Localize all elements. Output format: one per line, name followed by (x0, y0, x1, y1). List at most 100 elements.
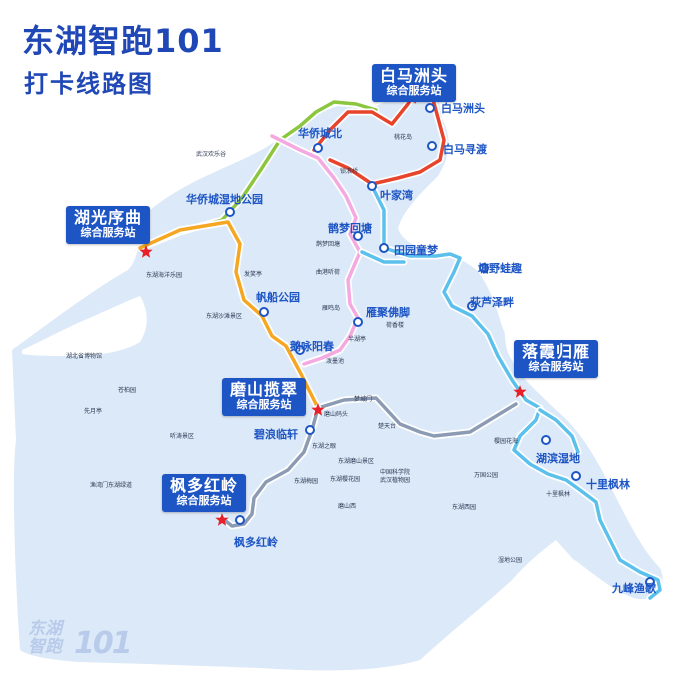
place-label: 雁鸣岛 (322, 304, 340, 312)
checkpoint-label: 叶家湾 (380, 188, 413, 202)
checkpoint-pin-icon[interactable] (235, 515, 245, 525)
station-name: 磨山揽翠 (230, 380, 299, 399)
place-label: 东湖磨山景区 (338, 457, 374, 465)
checkpoint-dot (259, 307, 269, 317)
route-gray[interactable] (316, 396, 518, 438)
checkpoint-pin-icon[interactable] (571, 471, 581, 481)
service-station-star-icon[interactable] (215, 513, 229, 526)
page-subtitle: 打卡线路图 (24, 70, 154, 98)
route-cyan-3[interactable] (538, 408, 580, 454)
logo-text: 东湖智跑 (28, 619, 62, 657)
checkpoint-dot (425, 103, 435, 113)
route-red[interactable] (312, 86, 446, 186)
checkpoint-dot (235, 515, 245, 525)
checkpoint-label: 白马洲头 (441, 101, 485, 115)
lake-inlet (570, 560, 650, 644)
checkpoint-pin-icon[interactable] (467, 301, 477, 311)
place-label: 东湖西园 (452, 503, 476, 511)
place-label: 楚天台 (378, 422, 396, 430)
station-name: 枫多红岭 (170, 476, 239, 495)
place-label: 鹊梦回塘 (316, 240, 340, 248)
station-box-fengduohongling[interactable]: 枫多红岭 综合服务站 (162, 474, 247, 513)
checkpoint-pin-icon[interactable] (379, 243, 389, 253)
place-label: 先月亭 (84, 407, 102, 415)
place-label: 十里枫林 (546, 490, 570, 498)
checkpoint-label: 荻芦泽畔 (470, 295, 514, 309)
checkpoint-label: 鹅咏阳春 (290, 339, 335, 353)
logo-number: 101 (74, 626, 133, 661)
checkpoint-pin-icon[interactable] (259, 307, 269, 317)
checkpoint-label: 帆船公园 (256, 290, 300, 304)
service-station-star-icon[interactable] (311, 403, 325, 416)
place-label: 湿地公园 (498, 556, 522, 564)
checkpoint-pin-icon[interactable] (479, 263, 489, 273)
checkpoint-label: 华侨城湿地公园 (186, 192, 263, 206)
place-label: 泼墨池 (326, 357, 344, 365)
checkpoint-pin-icon[interactable] (353, 317, 363, 327)
route-cyan-2[interactable] (360, 250, 406, 264)
place-label: 磨山码头 (324, 410, 348, 418)
station-box-moshanlancui[interactable]: 磨山揽翠 综合服务站 (222, 378, 307, 417)
place-label: 武汉欢乐谷 (196, 150, 226, 158)
place-label: 曲港听荷 (316, 268, 340, 276)
service-station-star-icon[interactable] (513, 385, 527, 398)
checkpoint-dot (541, 435, 551, 445)
place-label: 樱园花海 (494, 437, 518, 445)
routes (136, 84, 664, 602)
route-orange[interactable] (138, 220, 320, 410)
checkpoint-dot (379, 243, 389, 253)
place-label: 荷香楼 (386, 321, 404, 329)
place-label: 武汉植物园 (380, 476, 410, 484)
checkpoint-label: 碧浪临轩 (253, 427, 298, 441)
checkpoint-dot (571, 471, 581, 481)
place-label: 桃花岛 (394, 133, 412, 141)
place-label: 万国公园 (474, 472, 498, 479)
checkpoint-dot (353, 231, 363, 241)
checkpoint-label: 枫多红岭 (234, 535, 278, 549)
place-label: 锁浪桥 (340, 167, 358, 175)
checkpoint-pin-icon[interactable] (541, 435, 551, 445)
land-area (12, 80, 663, 671)
station-sub: 综合服务站 (176, 494, 232, 508)
checkpoint-label: 塘野蛙趣 (478, 261, 523, 275)
checkpoint-dot (313, 143, 323, 153)
route-gray-2[interactable] (220, 406, 320, 528)
checkpoint-pin-icon[interactable] (367, 181, 377, 191)
station-name: 湖光序曲 (74, 208, 143, 227)
checkpoint-dot (467, 301, 477, 311)
checkpoint-dot (427, 141, 437, 151)
brand-logo: 东湖智跑 101 (28, 620, 158, 664)
service-station-star-icon[interactable] (139, 245, 153, 258)
station-box-luoxiaguiyan[interactable]: 落霞归雁 综合服务站 (514, 340, 599, 379)
pins (139, 91, 655, 587)
checkpoint-dot (305, 425, 315, 435)
checkpoint-pin-icon[interactable] (425, 103, 435, 113)
checkpoint-label: 田园童梦 (394, 243, 439, 257)
station-box-huguangxuqu[interactable]: 湖光序曲 综合服务站 (66, 206, 151, 245)
station-name: 白马洲头 (380, 66, 449, 85)
checkpoint-pin-icon[interactable] (305, 425, 315, 435)
page-title: 东湖智跑101 (22, 22, 224, 60)
checkpoint-pin-icon[interactable] (353, 231, 363, 241)
place-label: 苍柏园 (118, 386, 136, 394)
station-sub: 综合服务站 (80, 226, 136, 240)
station-box-baimazhoutou[interactable]: 白马洲头 综合服务站 (372, 64, 457, 103)
checkpoint-pin-icon[interactable] (313, 143, 323, 153)
place-label: 听涛景区 (170, 432, 194, 440)
place-label: 东湖之眼 (312, 442, 336, 450)
place-label: 梦城门 (354, 395, 372, 403)
place-label: 发笑亭 (244, 270, 262, 278)
lake-inlet (22, 296, 147, 356)
station-sub: 综合服务站 (386, 84, 442, 98)
checkpoint-pin-icon[interactable] (225, 207, 235, 217)
station-name: 落霞归雁 (522, 342, 591, 361)
checkpoint-dot (645, 577, 655, 587)
place-label: 东湖梅园 (294, 477, 318, 485)
place-label: 东湖沙滩景区 (206, 312, 242, 320)
checkpoint-dot (295, 345, 305, 355)
checkpoint-pin-icon[interactable] (427, 141, 437, 151)
checkpoint-pin-icon[interactable] (645, 577, 655, 587)
station-sub: 综合服务站 (528, 360, 584, 374)
checkpoint-pin-icon[interactable] (295, 345, 305, 355)
